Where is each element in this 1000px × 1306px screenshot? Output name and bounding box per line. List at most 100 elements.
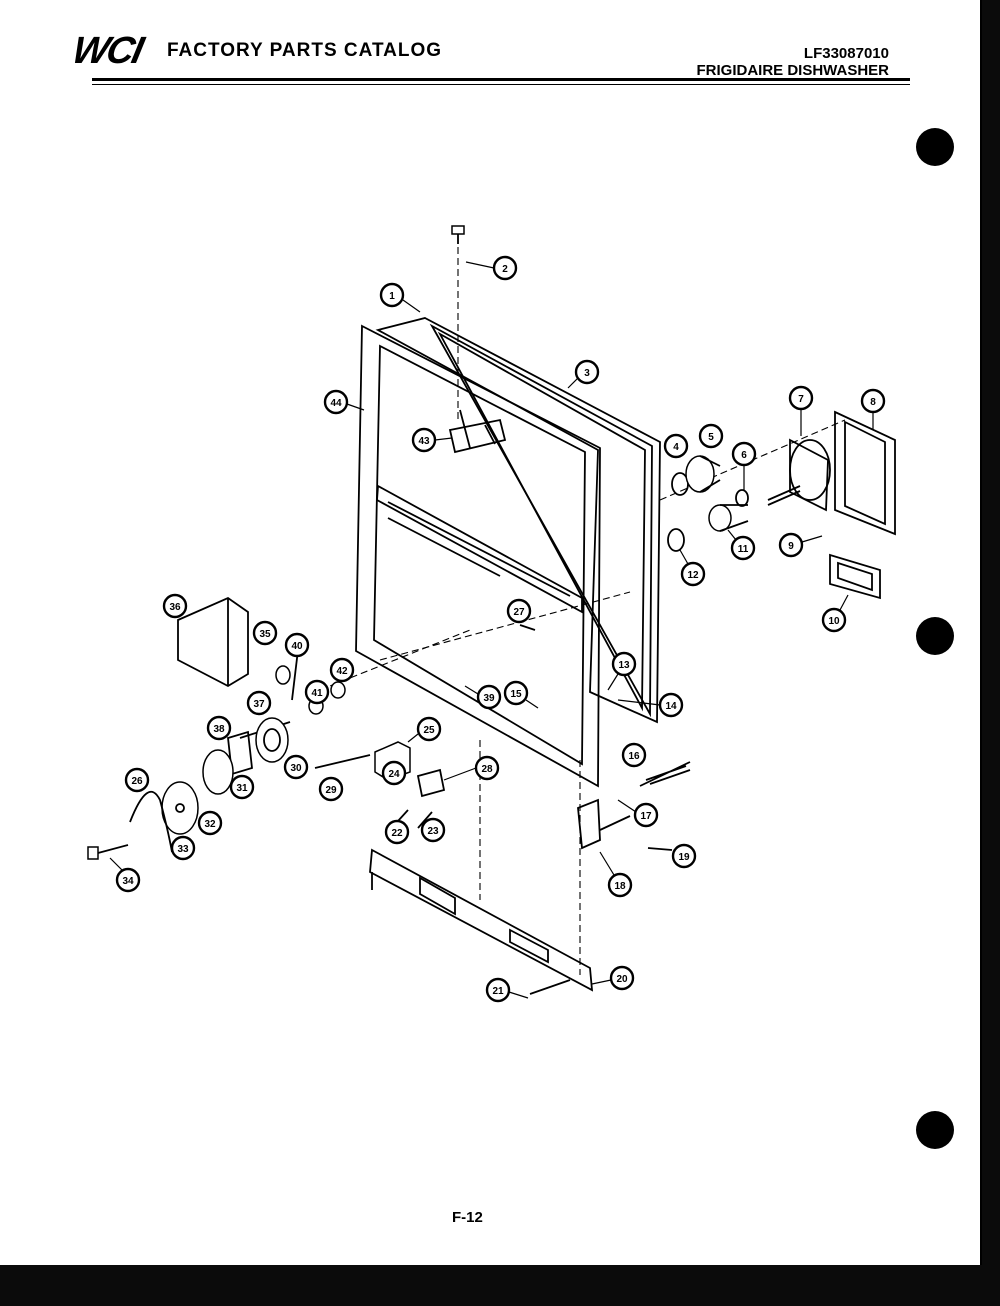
svg-text:40: 40 bbox=[291, 641, 303, 652]
callout-40: 40 bbox=[284, 632, 310, 658]
svg-text:34: 34 bbox=[122, 876, 134, 887]
svg-text:29: 29 bbox=[325, 785, 337, 796]
svg-text:6: 6 bbox=[741, 450, 747, 461]
callout-21: 21 bbox=[485, 977, 511, 1003]
callout-8: 8 bbox=[860, 388, 886, 414]
callout-25: 25 bbox=[416, 716, 442, 742]
callout-31: 31 bbox=[229, 774, 255, 800]
callout-27: 27 bbox=[506, 598, 532, 624]
svg-text:27: 27 bbox=[513, 607, 525, 618]
callout-7: 7 bbox=[788, 385, 814, 411]
svg-text:15: 15 bbox=[510, 689, 522, 700]
svg-text:18: 18 bbox=[614, 881, 626, 892]
callout-17: 17 bbox=[633, 802, 659, 828]
callout-5: 5 bbox=[698, 423, 724, 449]
callout-36: 36 bbox=[162, 593, 188, 619]
callout-23: 23 bbox=[420, 817, 446, 843]
svg-text:30: 30 bbox=[290, 763, 302, 774]
callout-16: 16 bbox=[621, 742, 647, 768]
svg-text:17: 17 bbox=[640, 811, 652, 822]
callout-20: 20 bbox=[609, 965, 635, 991]
hinge-spring-assembly bbox=[577, 761, 691, 851]
knob-assembly bbox=[667, 455, 749, 552]
scan-border-right bbox=[982, 0, 1000, 1265]
model-number: LF33087010 bbox=[803, 45, 889, 62]
callout-3: 3 bbox=[574, 359, 600, 385]
svg-text:13: 13 bbox=[618, 660, 630, 671]
svg-text:36: 36 bbox=[169, 602, 181, 613]
catalog-page: WCI FACTORY PARTS CATALOG LF33087010 FRI… bbox=[68, 0, 982, 1265]
binder-hole-top bbox=[916, 128, 954, 166]
callout-11: 11 bbox=[730, 535, 756, 561]
svg-text:22: 22 bbox=[391, 828, 403, 839]
svg-text:28: 28 bbox=[481, 764, 493, 775]
svg-text:25: 25 bbox=[423, 725, 435, 736]
svg-text:31: 31 bbox=[236, 783, 248, 794]
callout-4: 4 bbox=[663, 433, 689, 459]
callout-2: 2 bbox=[492, 255, 518, 281]
screw-part bbox=[314, 754, 371, 769]
screw-part bbox=[451, 225, 465, 244]
spring-wire bbox=[129, 790, 173, 853]
svg-text:32: 32 bbox=[204, 819, 216, 830]
scan-border-bottom bbox=[0, 1265, 1000, 1306]
svg-text:39: 39 bbox=[483, 693, 495, 704]
callout-22: 22 bbox=[384, 819, 410, 845]
svg-text:11: 11 bbox=[738, 544, 749, 555]
svg-text:23: 23 bbox=[427, 826, 439, 837]
left-bracket bbox=[177, 596, 249, 688]
callout-39: 39 bbox=[476, 684, 502, 710]
callout-18: 18 bbox=[607, 872, 633, 898]
callout-29: 29 bbox=[318, 776, 344, 802]
decal-part bbox=[519, 624, 536, 631]
callout-13: 13 bbox=[611, 651, 637, 677]
control-bezel bbox=[834, 410, 896, 536]
control-plate bbox=[767, 438, 831, 512]
callout-9: 9 bbox=[778, 532, 804, 558]
door-gasket bbox=[375, 317, 661, 724]
push-button bbox=[829, 553, 881, 600]
svg-text:24: 24 bbox=[388, 769, 400, 780]
svg-text:7: 7 bbox=[798, 394, 804, 405]
callout-42: 42 bbox=[329, 657, 355, 683]
callout-34: 34 bbox=[115, 867, 141, 893]
callout-41: 41 bbox=[304, 679, 330, 705]
callout-6: 6 bbox=[731, 441, 757, 467]
svg-text:26: 26 bbox=[131, 776, 143, 787]
svg-text:5: 5 bbox=[708, 432, 714, 443]
catalog-title: FACTORY PARTS CATALOG bbox=[167, 40, 443, 61]
svg-text:3: 3 bbox=[584, 368, 590, 379]
callout-35: 35 bbox=[252, 620, 278, 646]
gear-assembly bbox=[161, 717, 289, 835]
svg-text:19: 19 bbox=[678, 852, 690, 863]
binder-hole-bottom bbox=[916, 1111, 954, 1149]
callout-26: 26 bbox=[124, 767, 150, 793]
svg-text:37: 37 bbox=[253, 699, 265, 710]
callout-28: 28 bbox=[474, 755, 500, 781]
svg-text:33: 33 bbox=[177, 844, 189, 855]
callout-15: 15 bbox=[503, 680, 529, 706]
svg-text:43: 43 bbox=[418, 436, 430, 447]
product-name: FRIGIDAIRE DISHWASHER bbox=[696, 62, 889, 79]
svg-text:42: 42 bbox=[336, 666, 348, 677]
header-rule bbox=[92, 78, 910, 81]
kick-plate bbox=[369, 848, 594, 995]
callout-43: 43 bbox=[411, 427, 437, 453]
svg-text:8: 8 bbox=[870, 397, 876, 408]
callout-44: 44 bbox=[323, 389, 349, 415]
svg-text:16: 16 bbox=[628, 751, 640, 762]
exploded-door-diagram: 1 2 3 4 5 6 7 8 9 10 11 12 13 14 15 16 1… bbox=[87, 225, 896, 1003]
callout-30: 30 bbox=[283, 754, 309, 780]
svg-text:44: 44 bbox=[330, 398, 342, 409]
callout-14: 14 bbox=[658, 692, 684, 718]
svg-text:41: 41 bbox=[311, 688, 323, 699]
callout-37: 37 bbox=[246, 690, 272, 716]
svg-text:2: 2 bbox=[502, 264, 508, 275]
svg-text:14: 14 bbox=[665, 701, 677, 712]
svg-text:4: 4 bbox=[673, 442, 679, 453]
svg-text:20: 20 bbox=[616, 974, 628, 985]
binder-hole-middle bbox=[916, 617, 954, 655]
outer-door-panel bbox=[355, 324, 601, 788]
svg-text:38: 38 bbox=[213, 724, 225, 735]
callout-33: 33 bbox=[170, 835, 196, 861]
